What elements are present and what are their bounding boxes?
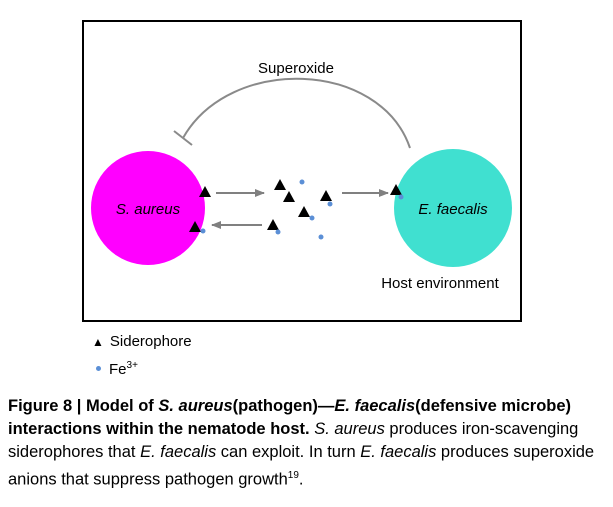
siderophore-icon (320, 190, 332, 201)
fe-ion (327, 201, 333, 207)
fe-ion (309, 215, 315, 221)
caption-bold-1: Figure 8 | Model of (8, 397, 159, 415)
caption-text-3: produces superoxide anions that suppress… (8, 443, 595, 489)
siderophore-icon (267, 219, 279, 230)
siderophore-icon (189, 221, 201, 232)
figure-caption: Figure 8 | Model of S. aureus(pathogen)—… (8, 395, 608, 492)
caption-bold-italic-2: E. faecalis (334, 397, 416, 415)
fe-ion (318, 234, 324, 240)
caption-italic-1: S. aureus (314, 420, 385, 438)
siderophore-legend-icon: ▲ (92, 335, 104, 349)
fe-legend-label: Fe (109, 361, 127, 378)
fe-legend-charge: 3+ (126, 360, 138, 371)
s-aureus-label: S. aureus (116, 201, 181, 218)
siderophore-icon (274, 179, 286, 190)
host-environment-label: Host environment (381, 275, 499, 292)
legend-siderophore: ▲ Siderophore (92, 333, 192, 350)
siderophore-icon (199, 186, 211, 197)
legend-fe: Fe3+ (92, 360, 138, 378)
inhibition-bar (173, 130, 193, 146)
caption-text-4: . (298, 470, 304, 489)
caption-bold-2: (pathogen)— (232, 397, 335, 415)
e-faecalis-node (394, 149, 512, 267)
caption-italic-2: E. faecalis (140, 443, 217, 461)
diagram-frame (82, 20, 522, 322)
caption-text-2: can exploit. In turn (216, 443, 361, 461)
fe-ion (299, 179, 305, 185)
caption-italic-3: E. faecalis (360, 443, 437, 461)
fe-ion (275, 229, 281, 235)
s-aureus-node (91, 151, 205, 265)
caption-bold-italic-1: S. aureus (158, 397, 233, 415)
fe-legend-icon (96, 366, 101, 372)
superoxide-label: Superoxide (258, 60, 334, 77)
interaction-diagram: Superoxide S. aureus E. faecalis Host en… (91, 60, 512, 292)
superoxide-inhibition-arrow (182, 77, 411, 149)
siderophore-legend-label: Siderophore (109, 333, 192, 350)
siderophore-icon (283, 191, 295, 202)
siderophore-icon (298, 206, 310, 217)
caption-reference: 19 (287, 470, 299, 481)
caption-bold-3: (defensive microbe) interactions within … (8, 397, 572, 438)
e-faecalis-label: E. faecalis (418, 201, 488, 218)
caption-text-1: produces iron-scavenging siderophores th… (8, 420, 579, 461)
fe-ion (200, 228, 206, 234)
fe-ion (398, 194, 404, 200)
siderophore-icon (390, 184, 402, 195)
